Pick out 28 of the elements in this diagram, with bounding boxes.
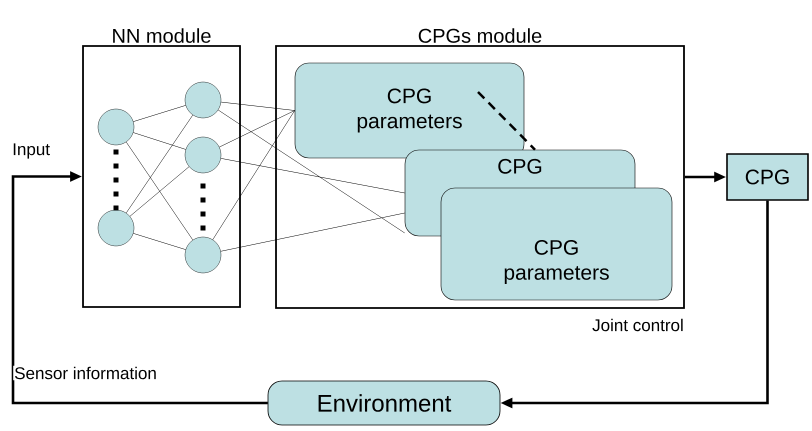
arrow bbox=[12, 171, 268, 404]
connection-line bbox=[212, 110, 295, 240]
connection-line bbox=[126, 142, 194, 240]
text-label: Input bbox=[14, 143, 50, 159]
connection-line bbox=[133, 105, 186, 122]
neuron-circle bbox=[98, 210, 134, 246]
environment-box: Environment bbox=[268, 380, 500, 426]
node-label: CPGs module bbox=[418, 28, 542, 43]
connection-line bbox=[133, 233, 186, 250]
node-label: NN module bbox=[113, 28, 211, 43]
module-box: NN module bbox=[82, 28, 241, 308]
connection-line bbox=[130, 166, 190, 217]
connection-line bbox=[220, 102, 295, 111]
parameter-box: CPG parameters bbox=[440, 188, 672, 300]
neuron-circle bbox=[184, 82, 222, 118]
connection-line bbox=[126, 114, 194, 214]
text-label: Joint control bbox=[592, 318, 683, 332]
edge-label: Sensor information bbox=[14, 366, 156, 380]
neuron-circle bbox=[184, 236, 222, 274]
cpg-box: CPG bbox=[726, 153, 809, 201]
connection-line bbox=[220, 212, 405, 252]
connection-line bbox=[219, 110, 295, 148]
connection-line bbox=[218, 110, 405, 234]
neuron-circle bbox=[98, 108, 134, 146]
connection-line bbox=[133, 132, 186, 150]
neuron-circle bbox=[184, 136, 222, 174]
connection-line bbox=[220, 158, 405, 194]
parameter-box: CPG parameters bbox=[294, 62, 524, 158]
